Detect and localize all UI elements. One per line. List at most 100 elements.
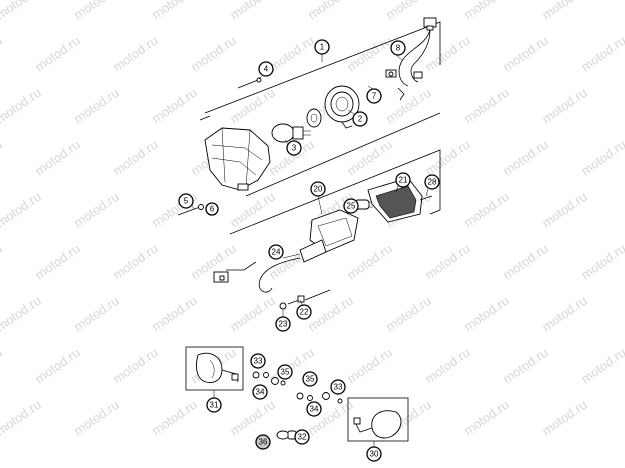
- callout-8: 8: [390, 40, 406, 56]
- callout-33-right: 33: [330, 379, 346, 395]
- callout-6-label: 6: [210, 205, 215, 214]
- callout-20-label: 20: [314, 185, 323, 194]
- watermark-text: motod.ru: [110, 345, 161, 387]
- callout-8-label: 8: [396, 44, 401, 53]
- watermark-text: motod.ru: [71, 293, 122, 335]
- callout-3: 3: [286, 140, 302, 156]
- wiring-harness: [385, 17, 437, 101]
- watermark-text: motod.ru: [227, 0, 278, 22]
- screw: [237, 77, 262, 89]
- watermark-text: motod.ru: [461, 0, 512, 22]
- tail-wiring: [213, 257, 301, 293]
- callout-7-label: 7: [372, 92, 377, 101]
- watermark-text: motod.ru: [500, 33, 551, 75]
- callout-34-left: 34: [252, 384, 268, 400]
- watermark-text: motod.ru: [539, 397, 590, 439]
- callout-1-label: 1: [320, 43, 325, 52]
- watermark-text: motod.ru: [0, 0, 44, 22]
- callout-22-label: 22: [300, 308, 309, 317]
- callout-5: 5: [178, 193, 194, 209]
- callout-31-label: 31: [210, 401, 219, 410]
- watermark-text: motod.ru: [0, 345, 5, 387]
- callout-21-label: 21: [399, 176, 408, 185]
- headlight-group-frame: [199, 21, 441, 197]
- bulb-holder-ring: [306, 108, 322, 128]
- watermark-text: motod.ru: [227, 85, 278, 127]
- callout-2: 2: [352, 111, 368, 127]
- watermark-text: motod.ru: [0, 241, 5, 283]
- callout-32-label: 32: [298, 433, 307, 442]
- turn-signal-hardware-left: [252, 371, 286, 386]
- watermark-text: motod.ru: [110, 33, 161, 75]
- watermark-text: motod.ru: [0, 397, 44, 439]
- watermark-text: motod.ru: [110, 241, 161, 283]
- watermark-text: motod.ru: [0, 85, 44, 127]
- watermark-text: motod.ru: [461, 189, 512, 231]
- watermark-text: motod.ru: [0, 137, 5, 179]
- watermark-text: motod.ru: [578, 241, 625, 283]
- callout-33-right-label: 33: [334, 383, 343, 392]
- watermark-text: motod.ru: [578, 33, 625, 75]
- callout-group: 1 2 3 4 5 6 7 8 20 21 22 23 24 25 28 30 …: [178, 39, 440, 462]
- watermark-text: motod.ru: [578, 137, 625, 179]
- watermark-text: motod.ru: [227, 189, 278, 231]
- screw: [419, 195, 433, 201]
- watermark-text: motod.ru: [539, 85, 590, 127]
- bulb: [271, 123, 311, 143]
- watermark-text: motod.ru: [383, 85, 434, 127]
- callout-35-left-label: 35: [281, 368, 290, 377]
- callout-34-right-label: 34: [310, 405, 319, 414]
- watermark-text: motod.ru: [344, 241, 395, 283]
- watermark-text: motod.ru: [227, 397, 278, 439]
- callout-33-left: 33: [250, 353, 266, 369]
- right-turn-signal-frame: [347, 397, 409, 442]
- callout-35-right: 35: [302, 371, 318, 387]
- callout-1: 1: [314, 39, 330, 55]
- watermark-text: motod.ru: [539, 0, 590, 22]
- callout-5-label: 5: [184, 197, 189, 206]
- watermark-text: motod.ru: [539, 189, 590, 231]
- watermark-text: motod.ru: [71, 0, 122, 22]
- watermark-text: motod.ru: [149, 293, 200, 335]
- watermark-text: motod.ru: [0, 33, 5, 75]
- callout-22: 22: [296, 304, 312, 320]
- watermark-text: motod.ru: [422, 137, 473, 179]
- callout-3-label: 3: [292, 144, 297, 153]
- tail-lens: [367, 177, 423, 223]
- watermark-text: motod.ru: [344, 33, 395, 75]
- turn-signal-hardware-right: [296, 392, 343, 404]
- mounting-bolt: [279, 295, 305, 310]
- callout-36-label: 36: [259, 438, 268, 447]
- watermark-text: motod.ru: [71, 189, 122, 231]
- callout-34-left-label: 34: [256, 388, 265, 397]
- watermark-text: motod.ru: [149, 85, 200, 127]
- watermark-text: motod.ru: [32, 241, 83, 283]
- callout-33-left-label: 33: [254, 357, 263, 366]
- callout-34-right: 34: [306, 401, 322, 417]
- callout-31: 31: [206, 397, 222, 413]
- watermark-text: motod.ru: [0, 189, 44, 231]
- headlight-housing: [204, 127, 271, 191]
- watermark-text: motod.ru: [539, 293, 590, 335]
- callout-30-label: 30: [370, 450, 379, 459]
- watermark-text: motod.ru: [188, 33, 239, 75]
- taillight-group-frame: [229, 149, 441, 301]
- watermark-text: motod.ru: [461, 85, 512, 127]
- watermark-text: motod.ru: [266, 33, 317, 75]
- watermark-text: motod.ru: [227, 293, 278, 335]
- watermark-text: motod.ru: [305, 0, 356, 22]
- watermark-text: motod.ru: [422, 345, 473, 387]
- watermark-text: motod.ru: [110, 137, 161, 179]
- watermark-text: motod.ru: [0, 293, 44, 335]
- callout-4-label: 4: [264, 65, 269, 74]
- rubber-cap: [324, 85, 360, 129]
- watermark-text: motod.ru: [422, 33, 473, 75]
- left-turn-signal-frame: [185, 346, 244, 391]
- callout-30: 30: [366, 446, 382, 462]
- watermark-text: motod.ru: [422, 241, 473, 283]
- watermark-text: motod.ru: [383, 293, 434, 335]
- callout-35-right-label: 35: [306, 375, 315, 384]
- callout-32: 32: [294, 429, 310, 445]
- watermark-text: motod.ru: [71, 85, 122, 127]
